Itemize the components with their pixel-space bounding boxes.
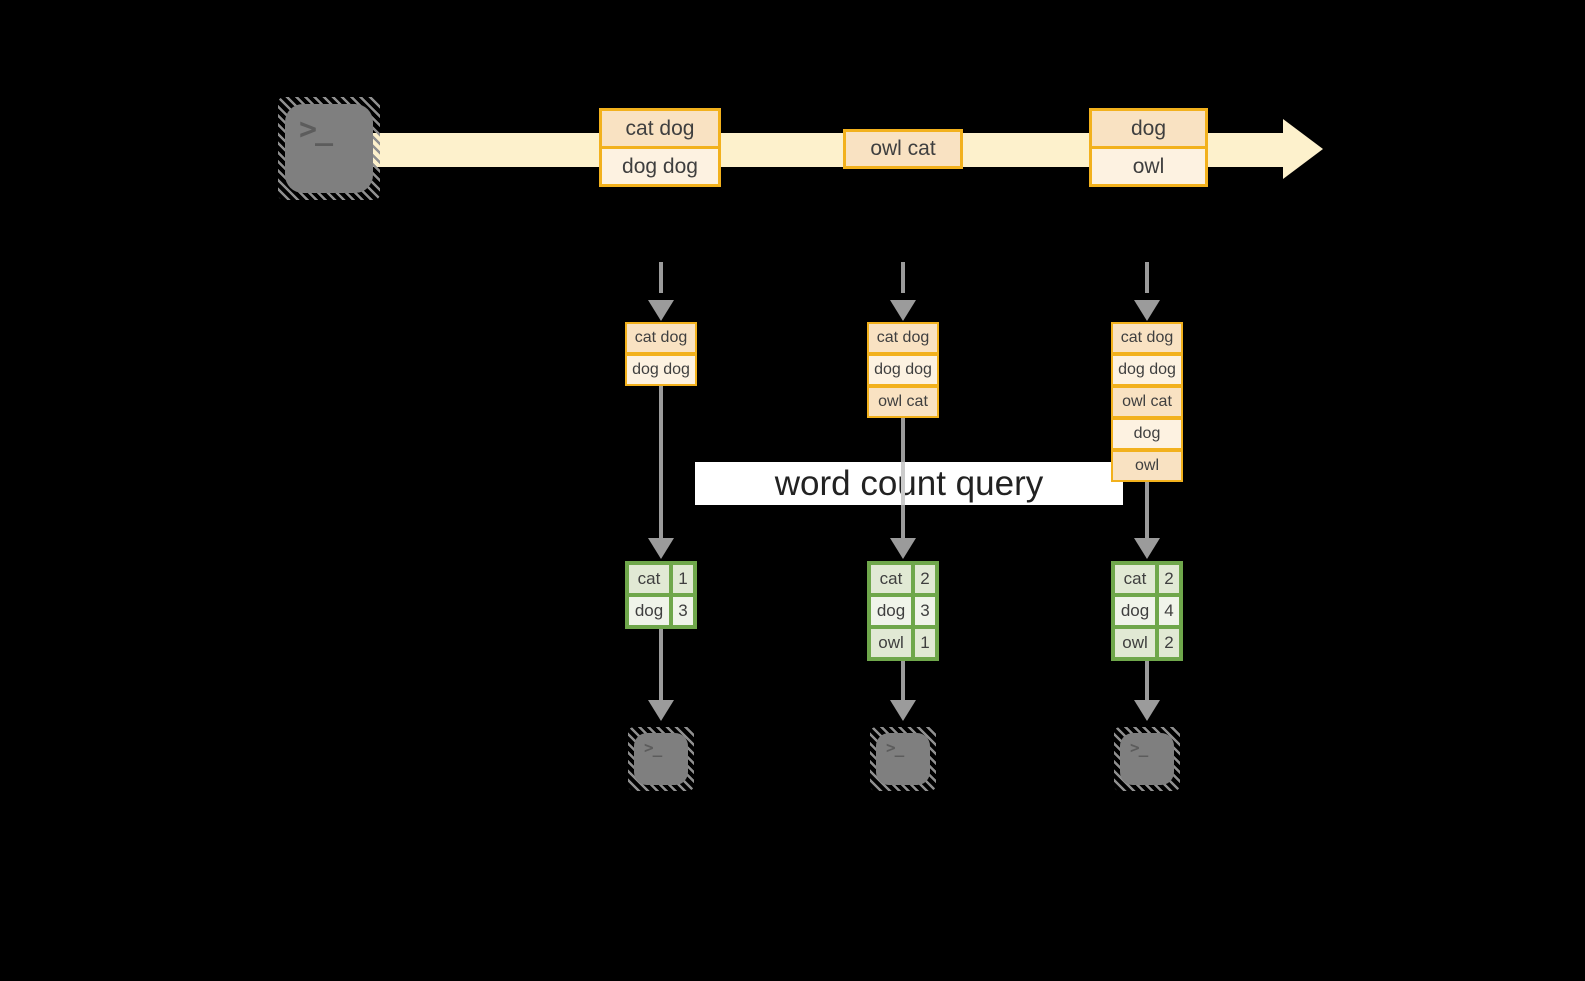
table-cell-count: 3: [913, 595, 937, 627]
word-count-query-label-box: word count query: [695, 462, 1123, 505]
stream-batch-1: cat dog dog dog: [599, 108, 721, 187]
query-arrow-line: [659, 384, 663, 540]
table-cell-count: 1: [913, 627, 937, 659]
query-arrow-line-overlay: [901, 462, 905, 505]
record-box: dog dog: [1111, 354, 1183, 386]
sink-terminal-icon: >_: [1114, 727, 1180, 791]
record-box: cat dog: [625, 322, 697, 354]
source-terminal-icon: >_: [278, 97, 380, 200]
dashed-arrow-line: [659, 262, 663, 293]
record-box: owl: [1111, 450, 1183, 482]
stream-batch-3: dog owl: [1089, 108, 1208, 187]
sink-arrow-line: [1145, 657, 1149, 700]
record-box: cat dog: [867, 322, 939, 354]
terminal-prompt-icon: >_: [644, 738, 662, 757]
query-arrow-head-icon: [648, 538, 674, 559]
word-count-table-1: cat 1 dog 3: [625, 561, 697, 629]
dashed-arrow-head-icon: [1134, 300, 1160, 321]
sink-arrow-head-icon: [1134, 700, 1160, 721]
word-count-query-label: word count query: [774, 463, 1044, 503]
terminal-screen: >_: [876, 733, 930, 785]
table-cell-word: dog: [869, 595, 913, 627]
dashed-arrow-head-icon: [648, 300, 674, 321]
terminal-screen: >_: [634, 733, 688, 785]
table-cell-word: owl: [1113, 627, 1157, 659]
record-box: owl cat: [1111, 386, 1183, 418]
record-box: dog dog: [867, 354, 939, 386]
query-arrow-head-icon: [1134, 538, 1160, 559]
record-box: dog: [1111, 418, 1183, 450]
dashed-arrow-line: [1145, 262, 1149, 293]
record-box: owl: [1089, 146, 1208, 187]
query-arrow-line: [1145, 480, 1149, 540]
terminal-screen: >_: [285, 104, 373, 193]
record-box: owl cat: [867, 386, 939, 418]
table-cell-count: 2: [913, 563, 937, 595]
table-cell-count: 3: [671, 595, 695, 627]
table-cell-count: 1: [671, 563, 695, 595]
record-box: dog: [1089, 108, 1208, 149]
table-cell-word: dog: [627, 595, 671, 627]
record-box: cat dog: [599, 108, 721, 149]
record-box: cat dog: [1111, 322, 1183, 354]
sink-arrow-line: [659, 625, 663, 700]
accumulated-records-2: cat dog dog dog owl cat: [867, 322, 939, 418]
sink-terminal-icon: >_: [870, 727, 936, 791]
table-cell-count: 2: [1157, 563, 1181, 595]
stream-batch-2: owl cat: [843, 129, 963, 169]
stream-arrowhead-icon: [1283, 119, 1323, 179]
dashed-arrow-line: [901, 262, 905, 293]
table-cell-count: 4: [1157, 595, 1181, 627]
sink-terminal-icon: >_: [628, 727, 694, 791]
sink-arrow-line: [901, 657, 905, 700]
table-cell-count: 2: [1157, 627, 1181, 659]
word-count-table-2: cat 2 dog 3 owl 1: [867, 561, 939, 661]
accumulated-records-3: cat dog dog dog owl cat dog owl: [1111, 322, 1183, 482]
table-cell-word: owl: [869, 627, 913, 659]
record-box: dog dog: [599, 146, 721, 187]
record-box: owl cat: [843, 129, 963, 169]
sink-arrow-head-icon: [890, 700, 916, 721]
word-count-table-3: cat 2 dog 4 owl 2: [1111, 561, 1183, 661]
table-cell-word: cat: [869, 563, 913, 595]
terminal-prompt-icon: >_: [299, 112, 333, 147]
sink-arrow-head-icon: [648, 700, 674, 721]
terminal-prompt-icon: >_: [1130, 738, 1148, 757]
record-box: dog dog: [625, 354, 697, 386]
terminal-screen: >_: [1120, 733, 1174, 785]
table-cell-word: dog: [1113, 595, 1157, 627]
table-cell-word: cat: [1113, 563, 1157, 595]
query-arrow-head-icon: [890, 538, 916, 559]
terminal-prompt-icon: >_: [886, 738, 904, 757]
table-cell-word: cat: [627, 563, 671, 595]
dashed-arrow-head-icon: [890, 300, 916, 321]
accumulated-records-1: cat dog dog dog: [625, 322, 697, 386]
